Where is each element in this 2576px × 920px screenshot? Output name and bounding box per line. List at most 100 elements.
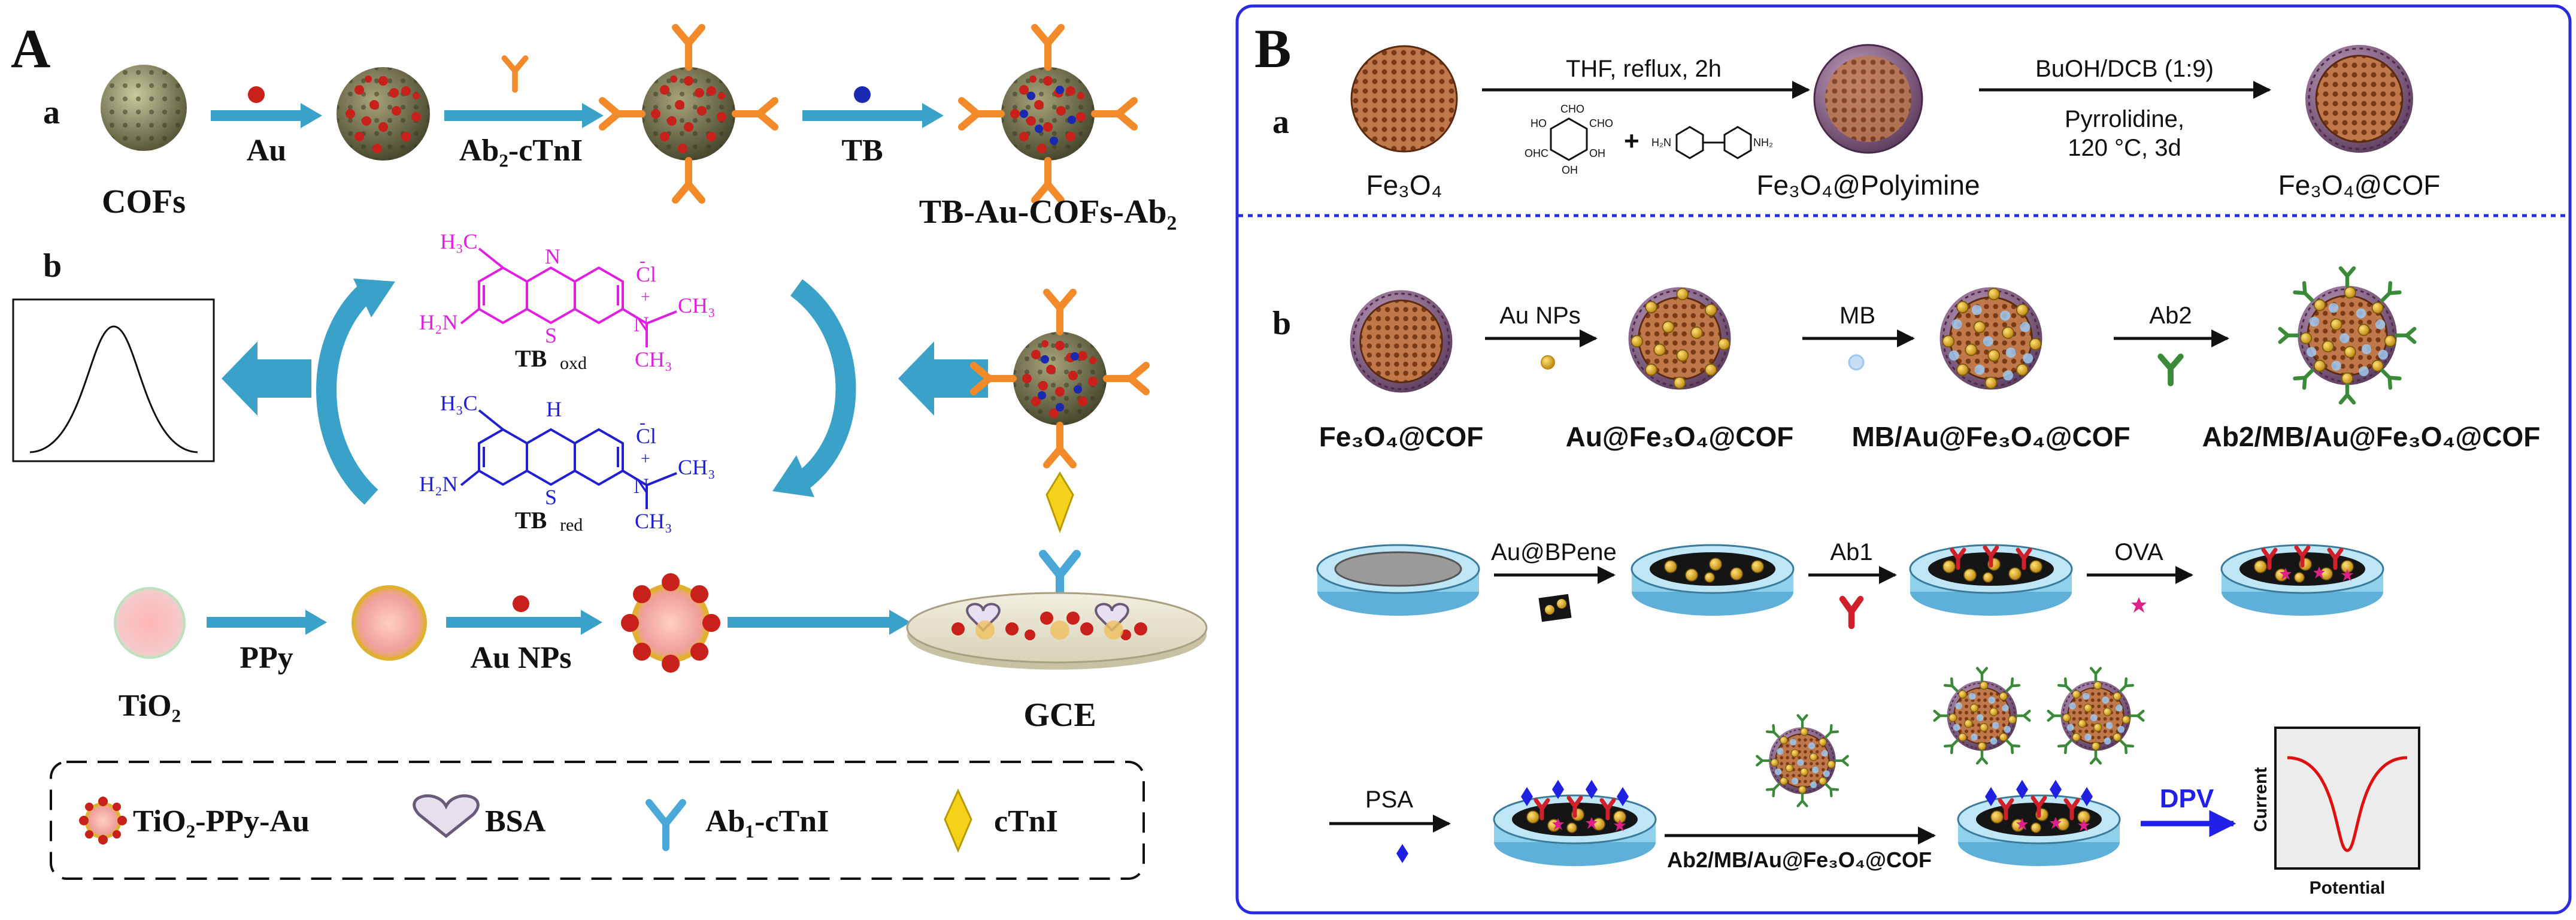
- fe3o4-polyimine-particle: [1813, 44, 1923, 154]
- au-np-b-icon: [1541, 355, 1555, 370]
- redox-arrow-right: [790, 279, 856, 494]
- tb-red-h3c: H₃C: [440, 391, 478, 415]
- psa-label: PSA: [1365, 786, 1413, 813]
- dpv-current-label: Current: [2251, 767, 2271, 832]
- au-nps-icon: [513, 595, 529, 612]
- tio2-ppy-au-particle: [621, 573, 720, 673]
- tb-red-plus: +: [641, 450, 650, 468]
- mb-au-fe3o4-cof-particle: [1940, 288, 2042, 390]
- tb-oxd-h3c: H₃C: [440, 229, 478, 253]
- tb-red-structure: [460, 409, 677, 509]
- panel-a: A a COFs Au Ab₂-cTnI TB: [11, 18, 1208, 880]
- fe3o4-label: Fe₃O₄: [1366, 170, 1442, 201]
- tb-oxd-structure: [460, 247, 677, 347]
- au-np-icon: [248, 86, 265, 103]
- ab2-ctni-label: Ab₂-cTnI: [459, 134, 583, 168]
- legend-ctni: cTnI: [994, 804, 1058, 839]
- arrow-to-signal: [222, 341, 311, 416]
- polyimine-label: Fe₃O₄@Polyimine: [1756, 170, 1980, 201]
- fe3o4-cof-label: Fe₃O₄@COF: [2278, 170, 2441, 201]
- dpv-label: DPV: [2160, 784, 2214, 813]
- arrow-from-probe: [898, 341, 988, 416]
- legend-ctni-icon: [944, 788, 972, 853]
- tb-oxd-h2n: H₂N: [419, 310, 458, 334]
- electrode-ova: [2222, 545, 2383, 616]
- tb-oxd-n2: N: [634, 312, 649, 336]
- arrow-ppy: [207, 617, 305, 628]
- ctni-on-electrode: [1045, 471, 1074, 534]
- cofs-label: COFs: [102, 183, 186, 220]
- panel-a-letter: A: [11, 18, 50, 79]
- aldehyde-monomer: [1550, 117, 1588, 161]
- au-bpene-label: Au@BPene: [1491, 539, 1617, 565]
- tb-oxd-label: TB: [515, 345, 547, 372]
- mono-ho-left: HO: [1531, 117, 1547, 129]
- arrow-au-nps: [446, 617, 581, 628]
- dpv-plot: [2274, 727, 2420, 870]
- fe3o4-cof-start-label: Fe₃O₄@COF: [1319, 421, 1484, 452]
- tb-oxd-s: S: [545, 323, 557, 347]
- tb-oxd-ch3-a: CH₃: [678, 293, 716, 317]
- row-b-label: b: [43, 247, 62, 285]
- arrow-ab2: [444, 110, 582, 121]
- tb-red-sub: red: [560, 515, 583, 535]
- au-bpene-icon: [1538, 594, 1572, 622]
- tb-label: TB: [841, 134, 883, 168]
- fe3o4-particle: [1350, 45, 1458, 153]
- tb-oxd-plus: +: [641, 288, 650, 307]
- tb-oxd-minus: -: [640, 251, 645, 271]
- conditions-buoh: BuOH/DCB (1:9): [2035, 56, 2214, 82]
- electrode-ab1: [1910, 545, 2072, 616]
- tb-red-h2n: H₂N: [419, 472, 458, 496]
- mono-ohc-left: OHC: [1525, 147, 1548, 159]
- tb-oxd-sub: oxd: [560, 353, 587, 373]
- legend-tio2-ppy-au: TiO₂-PPy-Au: [133, 804, 310, 839]
- cofs-particle: [101, 65, 187, 151]
- legend-box: [50, 761, 1145, 880]
- conditions-temp: 120 °C, 3d: [2068, 135, 2181, 161]
- tb-icon: [854, 86, 871, 103]
- mono-oh-bottom: OH: [1562, 164, 1578, 176]
- row-a-label: a: [43, 94, 60, 131]
- mono-nh2: NH₂: [1753, 137, 1773, 149]
- tb-au-cofs-ab2-label: TB-Au-COFs-Ab₂: [919, 193, 1177, 231]
- tb-red-cl: Cl: [636, 424, 656, 448]
- au-cofs-particle: [337, 67, 430, 161]
- panel-b-letter: B: [1254, 18, 1291, 79]
- mono-oh-right: OH: [1589, 147, 1605, 159]
- tb-red-n: N: [634, 474, 649, 498]
- electrode-bare: [1316, 544, 1480, 617]
- legend-tio2-ppy-au-icon: [79, 797, 127, 845]
- tb-au-cofs-ab2-particle: [962, 28, 1134, 200]
- dpv-potential-label: Potential: [2310, 878, 2386, 898]
- tio2-label: TiO₂: [119, 689, 181, 723]
- au-label: Au: [247, 134, 286, 168]
- tb-red-s: S: [545, 485, 557, 509]
- ab2-b-label: Ab2: [2149, 302, 2192, 329]
- tb-red-ch3-b: CH₃: [635, 509, 672, 533]
- fe3o4-cof-start: [1349, 289, 1453, 394]
- tb-oxd-ch3-b: CH₃: [635, 347, 672, 371]
- conditions-thf: THF, reflux, 2h: [1566, 56, 1722, 82]
- fe3o4-cof-particle: [2304, 44, 2414, 154]
- section-b-label: b: [1272, 305, 1291, 342]
- au-nps-b-label: Au NPs: [1499, 302, 1581, 329]
- arrow-tb: [802, 110, 922, 121]
- mb-au-fe3o4-cof-label: MB/Au@Fe₃O₄@COF: [1851, 421, 2130, 452]
- plus-sign: +: [1624, 126, 1639, 156]
- signal-peak-curve: [29, 325, 198, 453]
- legend-bsa-icon: [413, 794, 480, 839]
- tb-red-minus: -: [640, 413, 645, 432]
- tb-red-ch3-a: CH₃: [678, 455, 716, 479]
- mono-cho-top: CHO: [1560, 103, 1584, 115]
- tb-red-h: H: [546, 397, 562, 421]
- mono-cho-right: CHO: [1589, 117, 1613, 129]
- legend-bsa: BSA: [485, 804, 546, 839]
- mb-icon: [1848, 354, 1865, 371]
- electrode-au-bpene: [1632, 545, 1793, 616]
- tio2-ppy-particle: [351, 585, 427, 661]
- redox-arrow-left: [316, 279, 378, 505]
- arrow-au: [211, 110, 301, 121]
- mono-h2n: H₂N: [1651, 137, 1671, 149]
